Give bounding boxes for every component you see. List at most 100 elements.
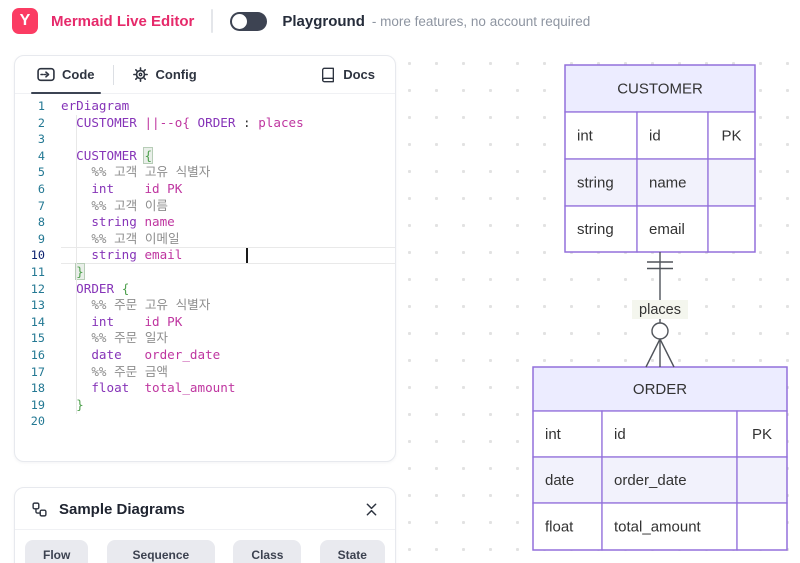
docs-button-label: Docs [343, 67, 375, 82]
toggle-knob [232, 13, 248, 29]
app-header: Y Mermaid Live Editor Playground - more … [0, 0, 800, 42]
er-relationship: places [632, 252, 688, 368]
code-line[interactable]: 13 %% 주문 고유 식별자 [15, 297, 395, 314]
sample-button-sequence[interactable]: Sequence [106, 540, 216, 563]
sample-diagrams-header[interactable]: Sample Diagrams [15, 488, 395, 530]
code-line[interactable]: 17 %% 주문 금액 [15, 364, 395, 381]
line-content: ORDER { [76, 280, 130, 296]
svg-text:total_amount: total_amount [614, 519, 702, 536]
line-content: int id PK [91, 313, 183, 329]
code-editor[interactable]: 1 erDiagram 2 CUSTOMER ||--o{ ORDER : plac… [15, 94, 395, 461]
app-title: Mermaid Live Editor [51, 12, 195, 30]
line-number: 18 [30, 381, 45, 396]
relationship-label: places [639, 302, 681, 318]
line-content: string name [91, 214, 175, 230]
code-line[interactable]: 10 string email [15, 247, 395, 264]
code-line[interactable]: 6 int id PK [15, 181, 395, 198]
docs-button[interactable]: Docs [310, 56, 385, 94]
text-cursor [246, 248, 248, 263]
line-number: 8 [37, 215, 45, 230]
code-line[interactable]: 18 float total_amount [15, 380, 395, 397]
er-entity-customer[interactable]: CUSTOMER int id PK string name string email [564, 64, 756, 253]
line-content: %% 고객 이름 [91, 197, 169, 213]
line-number: 2 [37, 115, 45, 130]
mermaid-logo-icon[interactable]: Y [12, 8, 38, 34]
sample-diagrams-panel: Sample Diagrams Flow Sequence Class State [14, 487, 396, 563]
code-line[interactable]: 9 %% 고객 이메일 [15, 231, 395, 248]
playground-toggle[interactable] [230, 11, 268, 31]
svg-text:name: name [649, 175, 687, 192]
header-divider [211, 9, 214, 33]
svg-text:PK: PK [721, 128, 741, 145]
svg-text:CUSTOMER: CUSTOMER [617, 81, 703, 98]
svg-text:email: email [649, 221, 685, 238]
editor-tabbar: Code Config Docs [15, 56, 395, 94]
svg-text:id: id [614, 426, 626, 443]
line-content [61, 413, 395, 430]
sample-button-class[interactable]: Class [233, 540, 302, 563]
workflow-icon [32, 502, 47, 517]
line-number: 19 [30, 397, 45, 412]
line-number: 14 [30, 314, 45, 329]
code-line[interactable]: 7 %% 고객 이름 [15, 198, 395, 215]
code-lines: 1 erDiagram 2 CUSTOMER ||--o{ ORDER : plac… [15, 98, 395, 430]
tab-code[interactable]: Code [25, 56, 107, 94]
line-content [61, 131, 395, 148]
svg-text:int: int [545, 426, 562, 443]
indent-guide [76, 114, 77, 414]
line-content: } [76, 263, 84, 279]
line-content: %% 고객 고유 식별자 [91, 164, 211, 180]
book-icon [322, 67, 335, 82]
code-line[interactable]: 14 int id PK [15, 314, 395, 331]
code-line[interactable]: 2 CUSTOMER ||--o{ ORDER : places [15, 115, 395, 132]
line-number: 3 [37, 132, 45, 147]
svg-text:PK: PK [752, 426, 772, 443]
line-number: 15 [30, 331, 45, 346]
sample-button-flow[interactable]: Flow [25, 540, 89, 563]
collapse-button[interactable] [364, 501, 379, 518]
code-line[interactable]: 11 } [15, 263, 395, 281]
code-line[interactable]: 16 date order_date [15, 347, 395, 364]
sample-button-state[interactable]: State [319, 540, 385, 563]
code-line[interactable]: 15 %% 주문 일자 [15, 330, 395, 347]
code-line[interactable]: 12 ORDER { [15, 281, 395, 298]
code-line[interactable]: 5 %% 고객 고유 식별자 [15, 164, 395, 181]
code-line[interactable]: 8 string name [15, 214, 395, 231]
code-line[interactable]: 4 CUSTOMER { [15, 147, 395, 165]
svg-text:id: id [649, 128, 661, 145]
tab-divider [112, 64, 114, 85]
svg-text:int: int [577, 128, 594, 145]
playground-note: - more features, no account required [371, 13, 591, 29]
line-number: 11 [30, 264, 45, 279]
line-number: 9 [37, 231, 45, 246]
svg-text:string: string [577, 221, 614, 238]
tab-config[interactable]: Config [120, 56, 209, 94]
gear-icon [132, 67, 148, 82]
line-number: 7 [37, 198, 45, 213]
code-line[interactable]: 19 } [15, 397, 395, 414]
sample-buttons-row: Flow Sequence Class State [15, 530, 395, 563]
code-line[interactable]: 1 erDiagram [15, 98, 395, 115]
code-line[interactable]: 20 [15, 413, 395, 430]
playground-label: Playground [282, 12, 365, 30]
sample-diagrams-title: Sample Diagrams [59, 501, 185, 518]
line-content: %% 주문 일자 [91, 330, 169, 346]
line-content: float total_amount [91, 380, 236, 396]
line-content: CUSTOMER { [76, 147, 153, 163]
line-content: date order_date [91, 346, 221, 362]
svg-text:string: string [577, 175, 614, 192]
line-number: 20 [30, 414, 45, 429]
code-line[interactable]: 3 [15, 131, 395, 148]
line-number: 1 [37, 99, 45, 113]
line-number: 12 [30, 281, 45, 296]
line-content: erDiagram [61, 98, 130, 113]
line-content: CUSTOMER ||--o{ ORDER : places [76, 114, 304, 130]
line-content: string email [61, 247, 395, 264]
code-icon [37, 67, 55, 82]
tab-code-label: Code [62, 67, 95, 82]
svg-text:order_date: order_date [614, 472, 687, 489]
svg-text:ORDER: ORDER [633, 381, 687, 398]
